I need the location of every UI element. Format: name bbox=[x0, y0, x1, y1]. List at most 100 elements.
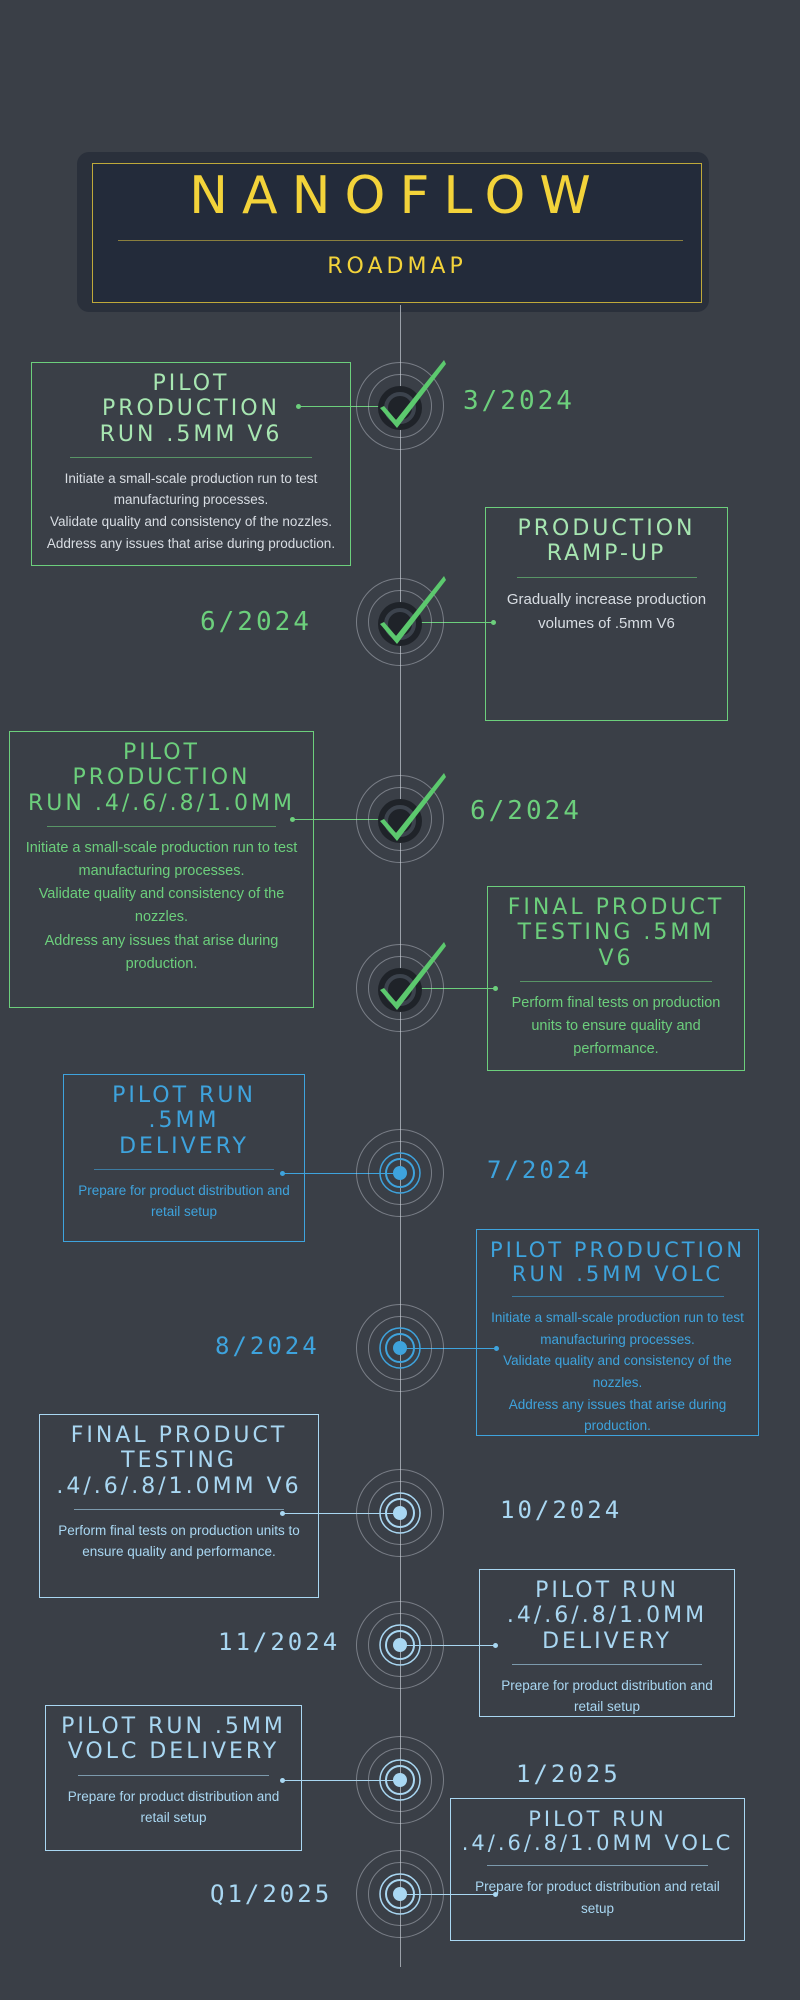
milestone-date: 10/2024 bbox=[500, 1496, 623, 1524]
connector-dot bbox=[296, 404, 301, 409]
connector-dot bbox=[280, 1511, 285, 1516]
node-ring bbox=[368, 1748, 432, 1812]
header-frame bbox=[92, 163, 702, 303]
description-line: Address any issues that arise during pro… bbox=[44, 932, 279, 972]
milestone-description: Prepare for product distribution and ret… bbox=[72, 1180, 296, 1223]
node-ring bbox=[356, 1304, 444, 1392]
card-divider bbox=[511, 1296, 724, 1298]
description-line: Gradually increase production volumes of… bbox=[506, 590, 707, 632]
milestone-description: Initiate a small-scale production run to… bbox=[40, 468, 342, 554]
target-icon bbox=[379, 1152, 421, 1194]
milestone-title-line: DELIVERY bbox=[119, 1133, 249, 1159]
connector-line bbox=[292, 819, 400, 820]
description-line: Perform final tests on production units … bbox=[58, 1522, 300, 1560]
milestone-date: 7/2024 bbox=[487, 1156, 592, 1184]
target-icon bbox=[379, 1327, 421, 1369]
connector-line bbox=[298, 406, 400, 407]
node-ring bbox=[356, 944, 444, 1032]
connector-line bbox=[400, 988, 495, 989]
connector-dot bbox=[493, 1643, 498, 1648]
milestone-card: PILOT RUN.4/.6/.8/1.0MM VOLC Prepare for … bbox=[450, 1798, 745, 1941]
description-line: Initiate a small-scale production run to… bbox=[491, 1310, 744, 1347]
check-icon bbox=[378, 942, 446, 1012]
target-icon bbox=[379, 1759, 421, 1801]
milestone-title-line: DELIVERY bbox=[542, 1628, 672, 1654]
milestone-title-line: PRODUCTION bbox=[102, 396, 280, 422]
node-ring bbox=[368, 1613, 432, 1677]
target-icon bbox=[379, 1873, 421, 1915]
node-ring bbox=[368, 1862, 432, 1926]
node-ring bbox=[368, 1316, 432, 1380]
milestone-date: 11/2024 bbox=[218, 1628, 341, 1656]
card-divider bbox=[94, 1168, 274, 1170]
milestone-title-line: PILOT RUN bbox=[112, 1083, 256, 1108]
description-line: Prepare for product distribution and ret… bbox=[67, 1788, 280, 1826]
milestone-title-line: PILOT PRODUCTION bbox=[489, 1238, 746, 1262]
milestone-title-line: FINAL PRODUCT bbox=[507, 895, 725, 920]
connector-line bbox=[282, 1513, 400, 1514]
milestone-date: 3/2024 bbox=[463, 386, 575, 416]
milestone-title-line: FINAL PRODUCT bbox=[70, 1423, 288, 1448]
check-icon bbox=[378, 576, 446, 646]
node-ring bbox=[356, 1736, 444, 1824]
milestone-title-line: PRODUCTION bbox=[517, 516, 696, 541]
description-line: Address any issues that arise during pro… bbox=[508, 1396, 727, 1434]
milestone-title-line: TESTING bbox=[121, 1448, 237, 1474]
milestone-title-line: RUN .4/.6/.8/1.0MM bbox=[28, 790, 295, 816]
milestone-description: Perform final tests on production units … bbox=[48, 1520, 310, 1563]
milestone-title-line: .4/.6/.8/1.0MM V6 bbox=[56, 1473, 302, 1499]
milestone-date: 1/2025 bbox=[516, 1760, 621, 1788]
milestone-title-line: .4/.6/.8/1.0MM bbox=[506, 1603, 708, 1629]
milestone-title-line: RUN .5MM VOLC bbox=[511, 1262, 724, 1287]
card-divider bbox=[516, 576, 697, 578]
card-divider bbox=[46, 825, 277, 827]
description-line: Initiate a small-scale production run to… bbox=[64, 470, 318, 508]
node-ring bbox=[368, 1141, 432, 1205]
milestone-description: Prepare for product distribution and ret… bbox=[488, 1675, 726, 1718]
description-line: Validate quality and consistency of the … bbox=[38, 886, 285, 926]
card-divider bbox=[70, 456, 312, 458]
description-line: Prepare for product distribution and ret… bbox=[78, 1182, 290, 1220]
milestone-title-line: .4/.6/.8/1.0MM VOLC bbox=[461, 1831, 734, 1856]
node-ring bbox=[368, 590, 432, 654]
description-line: Initiate a small-scale production run to… bbox=[25, 839, 298, 880]
connector-line bbox=[400, 622, 493, 623]
milestone-title-line: RUN .5MM V6 bbox=[99, 421, 283, 447]
check-icon bbox=[378, 773, 446, 843]
connector-dot bbox=[290, 817, 295, 822]
milestone-title-line: VOLC DELIVERY bbox=[67, 1739, 280, 1765]
connector-dot bbox=[280, 1778, 285, 1783]
node-ring bbox=[356, 1129, 444, 1217]
card-divider bbox=[520, 980, 712, 982]
milestone-title-line: PILOT RUN bbox=[535, 1578, 679, 1603]
node-ring bbox=[368, 374, 432, 438]
card-divider bbox=[77, 1774, 270, 1776]
milestone-title-line: PRODUCTION bbox=[72, 765, 251, 791]
milestone-date: 6/2024 bbox=[200, 607, 312, 637]
description-line: Prepare for product distribution and ret… bbox=[501, 1677, 713, 1715]
milestone-title-line: RAMP-UP bbox=[546, 541, 667, 567]
milestone-description: Initiate a small-scale production run to… bbox=[18, 837, 305, 976]
milestone-title-line: PILOT bbox=[152, 371, 230, 396]
connector-dot bbox=[280, 1171, 285, 1176]
milestone-description: Prepare for product distribution and ret… bbox=[459, 1876, 736, 1919]
node-ring bbox=[356, 362, 444, 450]
milestone-date: Q1/2025 bbox=[210, 1880, 333, 1908]
node-ring bbox=[356, 578, 444, 666]
connector-line bbox=[282, 1780, 400, 1781]
description-line: Validate quality and consistency of the … bbox=[503, 1353, 732, 1391]
connector-line bbox=[400, 1348, 496, 1349]
milestone-title: PILOT RUN.4/.6/.8/1.0MM VOLC bbox=[459, 1807, 736, 1855]
